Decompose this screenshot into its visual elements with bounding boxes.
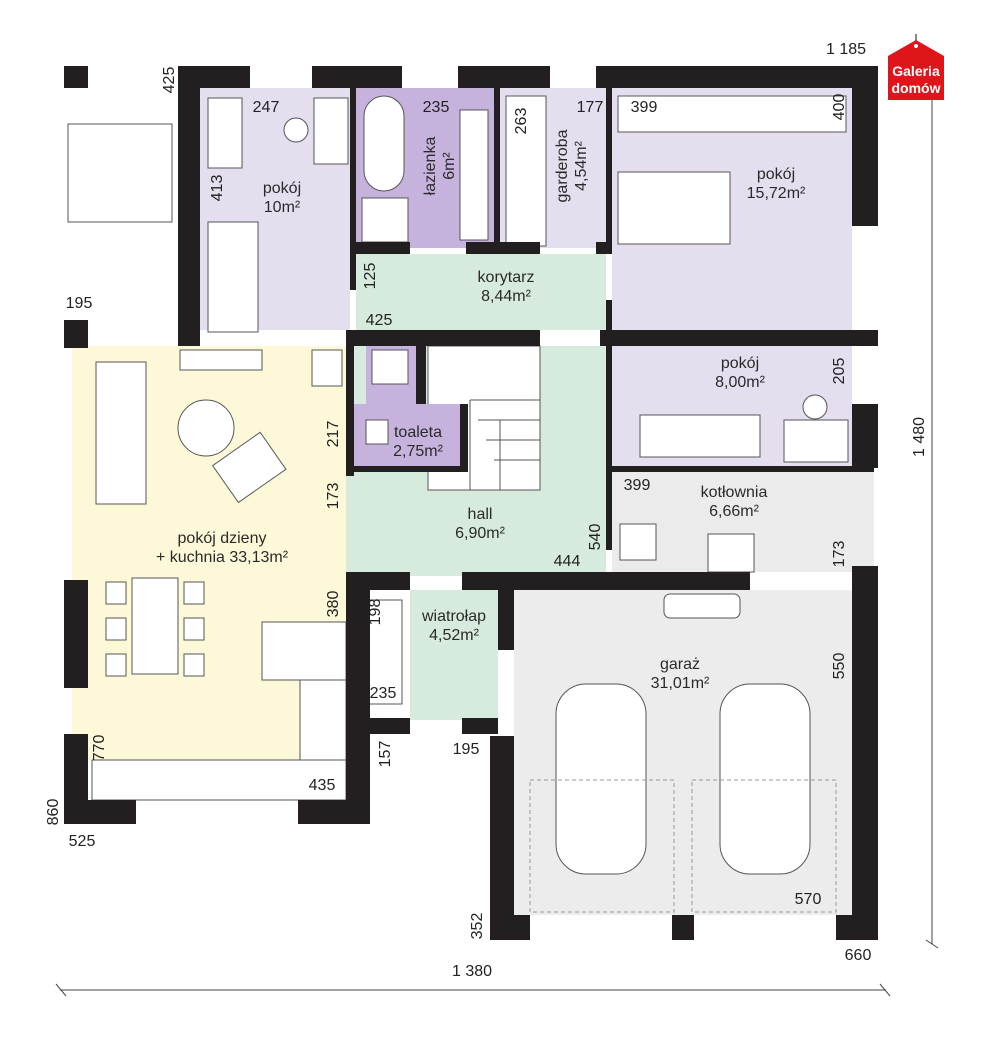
furniture (67, 95, 849, 875)
room-label-pokoj-1: pokój 10m² (263, 179, 301, 217)
room-area: 6,90m² (455, 525, 505, 542)
dimension-label: 195 (452, 741, 480, 758)
room-name: garaż (659, 656, 701, 673)
room-label-pokoj-3: pokój 8,00m² (715, 354, 765, 392)
dimension-lines (55, 100, 939, 997)
dimension-label: 1 185 (825, 41, 867, 58)
room-name: pokój (262, 180, 302, 197)
room-name: toaleta (393, 424, 443, 441)
room-name: hall (467, 506, 493, 523)
dimension-label: 173 (831, 540, 848, 568)
dimension-label: 425 (161, 66, 178, 94)
room-name: kotłownia (700, 484, 768, 501)
room-name: pokój (720, 355, 760, 372)
dimension-label: 860 (45, 798, 62, 826)
dimension-label: 352 (469, 912, 486, 940)
dimension-label: 399 (630, 99, 658, 116)
dimension-label: 173 (325, 482, 342, 510)
dimension-label: 435 (308, 777, 336, 794)
room-label-korytarz: korytarz 8,44m² (478, 268, 535, 306)
dimension-label: 380 (325, 590, 342, 618)
room-name: garderoba (554, 129, 571, 203)
dimension-label: 235 (369, 685, 397, 702)
walls (64, 66, 878, 940)
dimension-label: 550 (831, 652, 848, 680)
room-area: 6m² (441, 152, 458, 180)
room-label-pokoj-2: pokój 15,72m² (747, 165, 806, 203)
room-name: wiatrołap (421, 608, 487, 625)
room-area: 8,44m² (481, 288, 531, 305)
dimension-label: 1 480 (911, 416, 928, 458)
room-label-wiatrolap: wiatrołap 4,52m² (422, 607, 486, 645)
room-name: łazienka (422, 136, 439, 196)
room-area: 2,75m² (393, 443, 443, 460)
logo-line1: Galeria (892, 63, 940, 79)
room-label-hall: hall 6,90m² (455, 505, 505, 543)
dimension-label: 540 (587, 523, 604, 551)
dimension-label: 444 (553, 553, 581, 570)
room-name: korytarz (477, 269, 535, 286)
room-area: 31,01m² (650, 675, 710, 692)
room-area: 15,72m² (746, 185, 806, 202)
parking-spots (529, 779, 837, 913)
stair-steps (469, 399, 540, 490)
dimension-label: 247 (252, 99, 280, 116)
room-area: 4,52m² (429, 627, 479, 644)
dimension-label: 195 (65, 295, 93, 312)
dimension-label: 413 (209, 174, 226, 202)
room-label-toaleta: toaleta 2,75m² (393, 423, 443, 461)
dimension-label: 157 (377, 740, 394, 768)
dimension-label: 570 (794, 891, 822, 908)
dimension-label: 217 (325, 420, 342, 448)
dimension-label: 198 (367, 598, 384, 626)
dimension-label: 399 (623, 477, 651, 494)
dimension-label: 205 (831, 357, 848, 385)
room-name: pokój dzieny (177, 530, 267, 547)
room-area: 10m² (263, 199, 301, 216)
logo-tag-icon: Galeria domów (888, 34, 944, 100)
dimension-label: 235 (422, 99, 450, 116)
room-label-garaz: garaż 31,01m² (651, 655, 710, 693)
logo-line2: domów (892, 80, 941, 96)
room-area: 6,66m² (709, 503, 759, 520)
room-area: 8,00m² (715, 374, 765, 391)
dimension-label: 770 (91, 734, 108, 762)
dimension-label: 177 (576, 99, 604, 116)
room-fill-korytarz (356, 254, 606, 330)
dimension-label: 125 (362, 262, 379, 290)
dimension-label: 525 (68, 833, 96, 850)
galeria-domow-logo: Galeria domów (886, 34, 946, 100)
dimension-label: 1 380 (451, 963, 493, 980)
room-area: 4,54m² (573, 141, 590, 191)
room-label-kotlownia: kotłownia 6,66m² (701, 483, 768, 521)
dimension-label: 425 (365, 312, 393, 329)
dimension-label: 263 (513, 107, 530, 135)
room-area: + kuchnia 33,13m² (155, 549, 289, 566)
room-name: pokój (756, 166, 796, 183)
dimension-label: 400 (831, 93, 848, 121)
kitchen-counter-side (299, 679, 347, 761)
kitchen-counter (91, 759, 347, 801)
room-label-pokoj-dzienny: pokój dzieny + kuchnia 33,13m² (156, 529, 288, 567)
dimension-label: 660 (844, 947, 872, 964)
room-fill-wiatrolap (410, 590, 498, 720)
kitchen-island (261, 621, 347, 681)
